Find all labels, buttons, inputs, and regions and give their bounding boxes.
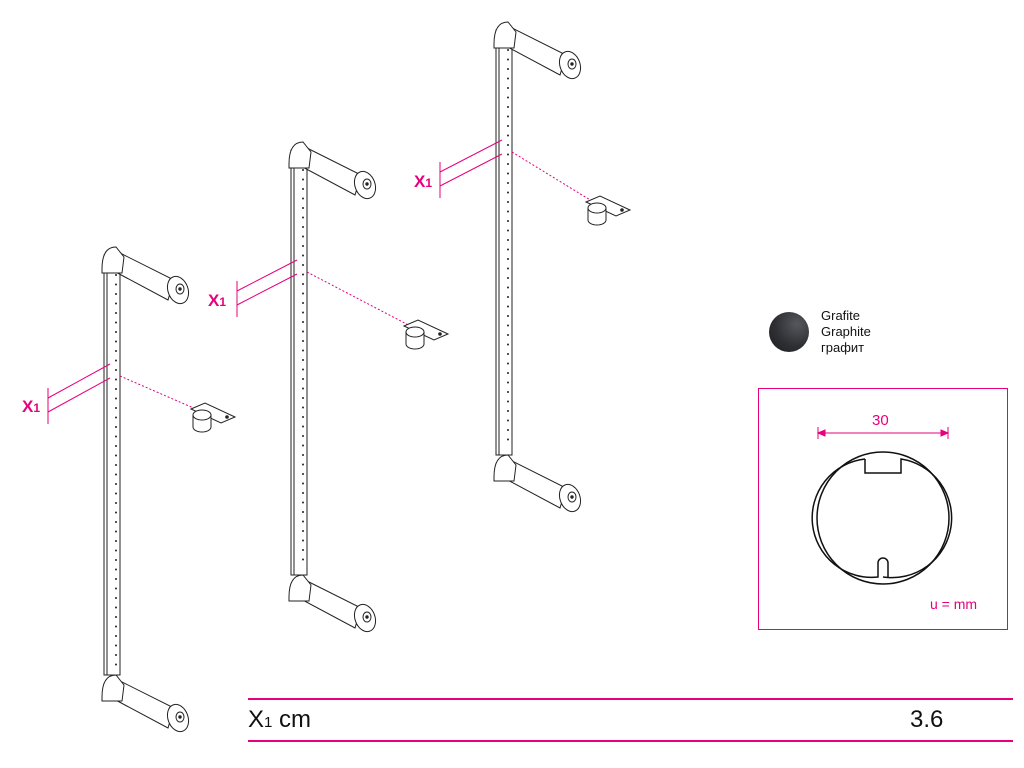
x1-label: X1 [414, 172, 432, 191]
table-row-label: X1 cm [248, 706, 311, 734]
upright-3 [493, 21, 582, 513]
label-sub: 1 [264, 714, 273, 731]
profile-diameter: 30 [872, 412, 889, 429]
tube [103, 254, 121, 676]
profile-section-box [758, 388, 1008, 630]
finish-name-ru: графит [821, 340, 865, 355]
elbow-fitting [288, 574, 312, 602]
bracket-guide [511, 151, 601, 207]
upright-2 [288, 141, 377, 633]
finish-names: Grafite Graphite графит [821, 308, 871, 356]
arm-top [101, 246, 190, 305]
arm-bottom [101, 674, 190, 733]
elbow-fitting [493, 454, 517, 482]
bracket-guide [306, 271, 419, 331]
elbow-fitting [493, 21, 517, 49]
x1-dimension [47, 363, 206, 424]
finish-name-en: Graphite [821, 324, 871, 339]
bracket-guide [119, 375, 206, 414]
arm-top [493, 21, 582, 80]
table-row-value: 3.6 [910, 706, 944, 733]
finish-swatch [769, 312, 809, 352]
elbow-fitting [288, 141, 312, 169]
label-var: X [248, 706, 265, 733]
arm-top [288, 141, 377, 200]
upright-1 [101, 246, 190, 733]
table-bottom-rule [248, 740, 1013, 742]
label-unit: cm [272, 706, 312, 733]
x1-dimension [236, 259, 419, 331]
elbow-fitting [101, 674, 125, 702]
elbow-fitting [101, 246, 125, 274]
x1-dimension [439, 139, 601, 207]
wall-bracket [189, 402, 237, 433]
tube [495, 29, 513, 456]
arm-bottom [288, 574, 377, 633]
table-top-rule [248, 698, 1013, 700]
finish-name-it: Grafite [821, 308, 861, 323]
arm-bottom [493, 454, 582, 513]
x1-label: X1 [208, 291, 226, 310]
tube [290, 149, 308, 576]
wall-bracket [584, 195, 632, 226]
x1-label: X1 [22, 397, 40, 416]
wall-bracket [402, 319, 450, 350]
unit-note: u = mm [930, 596, 978, 612]
